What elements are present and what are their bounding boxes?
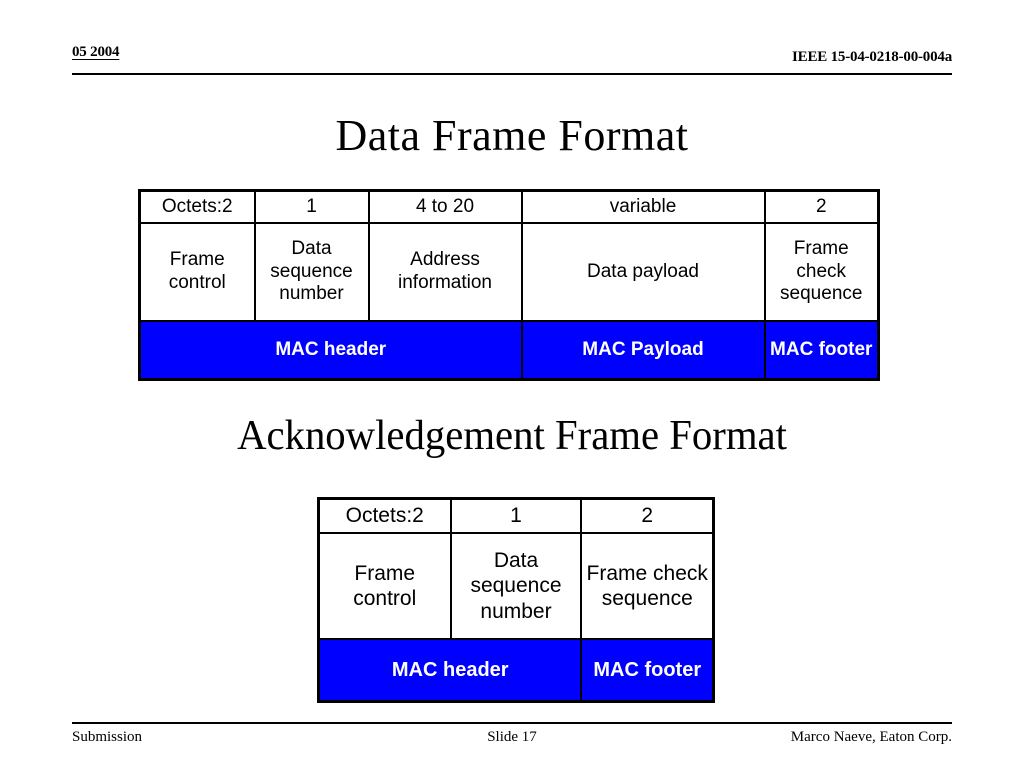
data-frame-format-table: Octets:2 1 4 to 20 variable 2 Frame cont…: [138, 189, 880, 381]
octets-cell-frame-check-sequence: 2: [580, 497, 715, 534]
header-date: 05 2004: [72, 44, 120, 60]
mac-footer-cell: MAC footer: [580, 638, 715, 703]
field-cell-frame-check-sequence: Frame check sequence: [763, 222, 880, 322]
page-title-data-frame-format: Data Frame Format: [335, 111, 689, 160]
mac-header-cell: MAC header: [317, 638, 583, 703]
acknowledgement-frame-format-table: Octets:2 1 2 Frame control Data sequence…: [317, 497, 715, 703]
footer-submission-label: Submission: [72, 729, 143, 745]
header-divider: [72, 73, 952, 75]
mac-header-cell: MAC header: [138, 320, 523, 381]
field-cell-data-sequence-number: Data sequence number: [253, 222, 370, 322]
field-cell-data-sequence-number: Data sequence number: [449, 532, 583, 640]
octets-cell-address-information: 4 to 20: [367, 189, 523, 224]
field-cell-data-payload: Data payload: [520, 222, 766, 322]
table-row-mac-sections: MAC header MAC footer: [317, 638, 715, 703]
octets-cell-frame-control: Octets:2: [138, 189, 256, 224]
table-row-fields: Frame control Data sequence number Frame…: [317, 532, 715, 640]
field-cell-address-information: Address information: [367, 222, 523, 322]
octets-cell-frame-control: Octets:2: [317, 497, 452, 534]
slide-footer: Submission Slide 17 Marco Naeve, Eaton C…: [72, 729, 952, 751]
table-row-mac-sections: MAC header MAC Payload MAC footer: [138, 320, 880, 381]
table-row-octets: Octets:2 1 2: [317, 497, 715, 534]
field-cell-frame-check-sequence: Frame check sequence: [580, 532, 715, 640]
octets-cell-frame-check-sequence: 2: [763, 189, 880, 224]
footer-author: Marco Naeve, Eaton Corp.: [790, 729, 952, 745]
footer-slide-number: Slide 17: [487, 729, 537, 745]
header-document-id: IEEE 15-04-0218-00-004a: [792, 49, 952, 65]
table-row-fields: Frame control Data sequence number Addre…: [138, 222, 880, 322]
octets-cell-data-payload: variable: [520, 189, 766, 224]
mac-footer-cell: MAC footer: [763, 320, 880, 381]
page-title-acknowledgement-frame-format: Acknowledgement Frame Format: [237, 413, 787, 459]
field-cell-frame-control: Frame control: [317, 532, 452, 640]
table-row-octets: Octets:2 1 4 to 20 variable 2: [138, 189, 880, 224]
octets-cell-data-sequence-number: 1: [449, 497, 583, 534]
field-cell-frame-control: Frame control: [138, 222, 256, 322]
mac-payload-cell: MAC Payload: [520, 320, 766, 381]
octets-cell-data-sequence-number: 1: [253, 189, 370, 224]
footer-divider: [72, 722, 952, 724]
slide-header: 05 2004 IEEE 15-04-0218-00-004a: [72, 44, 952, 74]
